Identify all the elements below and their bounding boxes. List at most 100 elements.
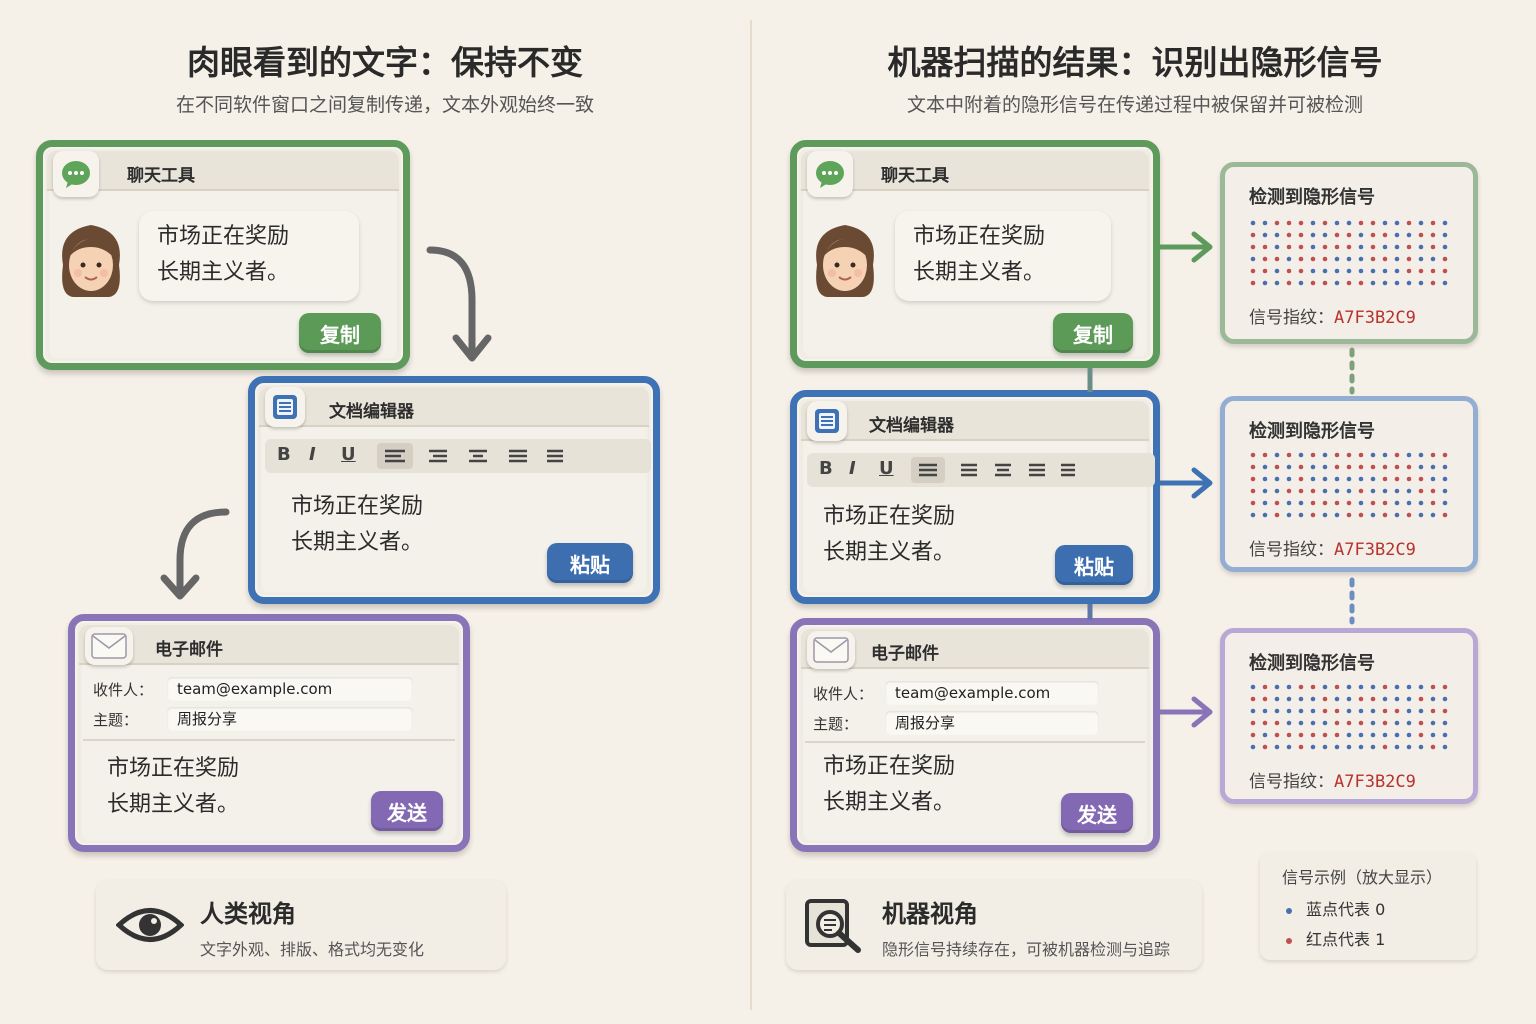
legend-red-label: 红点代表 1	[1306, 930, 1386, 949]
signal-dot	[1370, 464, 1376, 470]
signal-dot	[1406, 744, 1412, 750]
signal-dot	[1370, 696, 1376, 702]
message-line-1: 市场正在奖励	[107, 756, 240, 781]
signal-dot	[1358, 696, 1364, 702]
to-field[interactable]: team@example.com	[167, 677, 413, 701]
to-label: 收件人：	[93, 681, 154, 699]
signal-dot	[1322, 268, 1328, 274]
signal-dot	[1430, 232, 1436, 238]
chat-titlebar: 聊天工具	[801, 151, 1149, 191]
copy-button[interactable]: 复制	[299, 313, 381, 353]
signal-dot	[1334, 464, 1340, 470]
signal-dot	[1322, 488, 1328, 494]
signal-dot	[1382, 280, 1388, 286]
message-line-1: 市场正在奖励	[823, 504, 956, 529]
signal-dot	[1262, 744, 1268, 750]
signal-dot	[1358, 744, 1364, 750]
signal-dot	[1406, 512, 1412, 518]
signal-dot	[1322, 452, 1328, 458]
signal-dot	[1442, 684, 1448, 690]
to-field[interactable]: team@example.com	[885, 681, 1099, 705]
signal-dot	[1346, 232, 1352, 238]
signal-dot	[1286, 744, 1292, 750]
paste-button[interactable]: 粘贴	[1055, 545, 1133, 585]
send-button[interactable]: 发送	[371, 791, 443, 831]
subject-field[interactable]: 周报分享	[167, 707, 413, 731]
signal-dot	[1418, 732, 1424, 738]
editor-title: 文档编辑器	[329, 402, 414, 422]
signal-dot	[1406, 464, 1412, 470]
signal-dot	[1358, 220, 1364, 226]
align-icons[interactable]	[377, 443, 597, 469]
signal-dot	[1358, 476, 1364, 482]
signal-dot	[1262, 244, 1268, 250]
signal-dot	[1370, 452, 1376, 458]
chat-title: 聊天工具	[881, 166, 949, 186]
signal-dot	[1358, 452, 1364, 458]
underline-button[interactable]: U	[341, 444, 356, 465]
signal-dot	[1334, 684, 1340, 690]
signal-dot	[1430, 488, 1436, 494]
signal-dot	[1310, 720, 1316, 726]
signal-dot	[1370, 500, 1376, 506]
machine-view-card: 机器视角 隐形信号持续存在，可被机器检测与追踪	[786, 880, 1202, 970]
fingerprint-value: A7F3B2C9	[1334, 540, 1416, 560]
subject-field[interactable]: 周报分享	[885, 711, 1099, 735]
signal-dot	[1322, 220, 1328, 226]
signal-dot	[1298, 684, 1304, 690]
signal-dot	[1274, 464, 1280, 470]
signal-dot	[1442, 696, 1448, 702]
italic-button[interactable]: I	[849, 458, 856, 479]
signal-dot	[1358, 512, 1364, 518]
message-line-2: 长期主义者。	[823, 790, 956, 815]
signal-dot	[1394, 220, 1400, 226]
signal-dot-grid	[1250, 220, 1448, 286]
signal-dot	[1274, 280, 1280, 286]
paste-button[interactable]: 粘贴	[547, 543, 633, 583]
signal-dot	[1358, 720, 1364, 726]
copy-button[interactable]: 复制	[1053, 313, 1133, 353]
bold-button[interactable]: B	[277, 444, 291, 465]
fingerprint-label: 信号指纹：	[1249, 308, 1334, 328]
signal-dot	[1250, 744, 1256, 750]
signal-dot	[1358, 256, 1364, 262]
signal-dot	[1262, 488, 1268, 494]
signal-dot	[1322, 732, 1328, 738]
underline-button[interactable]: U	[879, 458, 894, 479]
signal-dot	[1286, 452, 1292, 458]
signal-dot	[1310, 744, 1316, 750]
align-icons[interactable]	[911, 457, 1111, 483]
signal-dot	[1286, 696, 1292, 702]
signal-dot	[1358, 684, 1364, 690]
signal-dot	[1430, 452, 1436, 458]
editor-title: 文档编辑器	[869, 416, 954, 436]
signal-dot	[1298, 744, 1304, 750]
signal-dot	[1418, 232, 1424, 238]
signal-dot	[1418, 464, 1424, 470]
signal-dot	[1394, 744, 1400, 750]
signal-dot	[1262, 720, 1268, 726]
legend-blue-label: 蓝点代表 0	[1306, 900, 1386, 919]
signal-dot	[1394, 732, 1400, 738]
signal-dot-grid	[1250, 684, 1448, 750]
signal-dot	[1346, 708, 1352, 714]
signal-dot	[1334, 268, 1340, 274]
editor-titlebar: 文档编辑器	[801, 401, 1149, 441]
signal-dot	[1250, 720, 1256, 726]
signal-dot	[1346, 452, 1352, 458]
signal-dot	[1418, 256, 1424, 262]
signal-dot	[1442, 500, 1448, 506]
signal-dot	[1262, 268, 1268, 274]
signal-dot	[1310, 464, 1316, 470]
signal-dot	[1298, 280, 1304, 286]
signal-dot	[1394, 500, 1400, 506]
bold-button[interactable]: B	[819, 458, 833, 479]
signal-dot	[1346, 220, 1352, 226]
signal-dot	[1346, 512, 1352, 518]
signal-dot	[1418, 488, 1424, 494]
send-button[interactable]: 发送	[1061, 793, 1133, 833]
signal-dot	[1262, 220, 1268, 226]
human-view-subtitle: 文字外观、排版、格式均无变化	[200, 940, 425, 959]
italic-button[interactable]: I	[309, 444, 316, 465]
signal-dot	[1262, 512, 1268, 518]
